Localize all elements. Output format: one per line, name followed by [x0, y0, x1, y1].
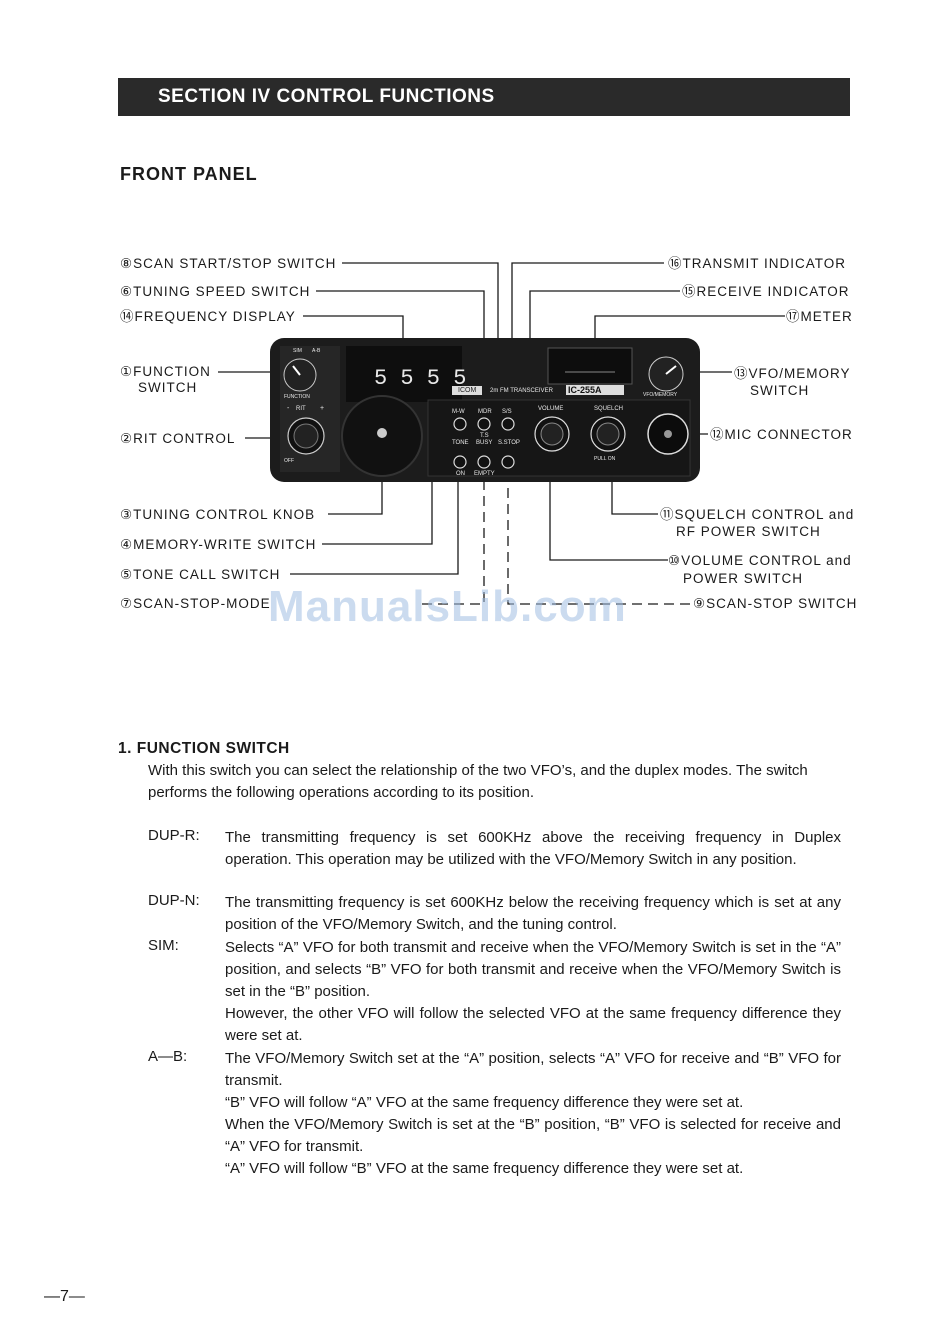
transceiver-label: 2m FM TRANSCEIVER — [490, 388, 554, 394]
squelch-knob-label: SQUELCH — [594, 406, 623, 412]
section-1-title: 1. FUNCTION SWITCH — [118, 740, 290, 757]
front-panel-diagram: 5 5 5 5 ICOM 2m FM TRANSCEIVER IC-255A F… — [218, 262, 785, 605]
rit-plus-mark: + — [320, 405, 324, 412]
label-frequency-display: ⑭FREQUENCY DISPLAY — [120, 309, 296, 324]
def-body-dup-r: The transmitting frequency is set 600KHz… — [225, 829, 841, 868]
sstop-button-label: S.STOP — [498, 440, 520, 446]
def-term-a-b: A—B: — [148, 1048, 188, 1065]
label-rit-control: ②RIT CONTROL — [120, 431, 236, 446]
label-volume-2: POWER SWITCH — [683, 571, 803, 586]
leader-tone-call — [290, 462, 459, 575]
label-tuning-speed: ⑥TUNING SPEED SWITCH — [120, 284, 311, 299]
ts-button-label: T.S — [480, 433, 489, 439]
on-label: ON — [456, 471, 465, 477]
label-function-switch-2: SWITCH — [138, 380, 198, 395]
label-squelch-2: RF POWER SWITCH — [676, 524, 821, 539]
vfo-knob-label: VFO/MEMORY — [643, 392, 678, 398]
def-body-dup-n: The transmitting frequency is set 600KHz… — [225, 894, 841, 933]
label-meter: ⑰METER — [786, 309, 853, 324]
brand-label: ICOM — [458, 387, 476, 394]
def-body-a-b: The VFO/Memory Switch set at the “A” pos… — [225, 1050, 841, 1177]
def-body-sim: Selects “A” VFO for both transmit and re… — [225, 939, 841, 1044]
rit-off-label: OFF — [284, 458, 294, 464]
mw-button-label: M-W — [452, 409, 465, 415]
def-term-dup-r: DUP-R: — [148, 827, 200, 844]
model-label: IC-255A — [568, 385, 602, 395]
label-memory-write: ④MEMORY-WRITE SWITCH — [120, 537, 317, 552]
leader-volume — [549, 450, 668, 561]
page-number: —7— — [44, 1288, 85, 1305]
function-knob-label: FUNCTION — [284, 394, 310, 400]
label-function-switch: ①FUNCTION — [120, 364, 211, 379]
ss-button-label: S/S — [502, 409, 512, 415]
leader-transmit-indicator — [511, 262, 664, 365]
label-volume: ⑩VOLUME CONTROL and — [668, 553, 852, 568]
ab-mark: A-B — [312, 348, 321, 354]
front-panel-heading: FRONT PANEL — [120, 164, 258, 184]
label-transmit-indicator: ⑯TRANSMIT INDICATOR — [668, 256, 847, 271]
radio-illustration: 5 5 5 5 ICOM 2m FM TRANSCEIVER IC-255A F… — [270, 338, 700, 482]
leader-scan-stop-mode — [422, 468, 485, 605]
display-digits: 5 5 5 5 — [374, 366, 466, 391]
label-receive-indicator: ⑮RECEIVE INDICATOR — [682, 284, 850, 299]
empty-label: EMPTY — [474, 471, 495, 477]
rit-minus-mark: - — [287, 405, 290, 412]
def-term-dup-n: DUP-N: — [148, 892, 200, 909]
label-mic-connector: ⑫MIC CONNECTOR — [710, 427, 853, 442]
label-vfo-memory-2: SWITCH — [750, 383, 810, 398]
section-1-intro: With this switch you can select the rela… — [148, 762, 808, 801]
label-scan-start-stop: ⑧SCAN START/STOP SWITCH — [120, 256, 337, 271]
rit-knob-label: RIT — [296, 406, 306, 412]
label-vfo-memory: ⑬VFO/MEMORY — [734, 366, 851, 381]
volume-knob-label: VOLUME — [538, 406, 563, 412]
section-banner: SECTION IV CONTROL FUNCTIONS — [118, 78, 850, 116]
watermark-text: ManualsLib.com — [268, 582, 627, 631]
label-scan-stop-mode: ⑦SCAN-STOP-MODE — [120, 596, 271, 611]
busy-button-label: BUSY — [476, 440, 492, 446]
pull-on-label: PULL ON — [594, 456, 616, 462]
label-scan-stop: ⑨SCAN-STOP SWITCH — [693, 596, 858, 611]
label-squelch: ⑪SQUELCH CONTROL and — [660, 507, 855, 522]
sim-mark: SIM — [293, 348, 302, 354]
tone-button-label: TONE — [452, 440, 469, 446]
mdr-button-label: MDR — [478, 409, 492, 415]
def-term-sim: SIM: — [148, 937, 179, 954]
label-tone-call: ⑤TONE CALL SWITCH — [120, 567, 281, 582]
leader-scan-stop — [507, 466, 690, 605]
label-tuning-knob: ③TUNING CONTROL KNOB — [120, 507, 316, 522]
